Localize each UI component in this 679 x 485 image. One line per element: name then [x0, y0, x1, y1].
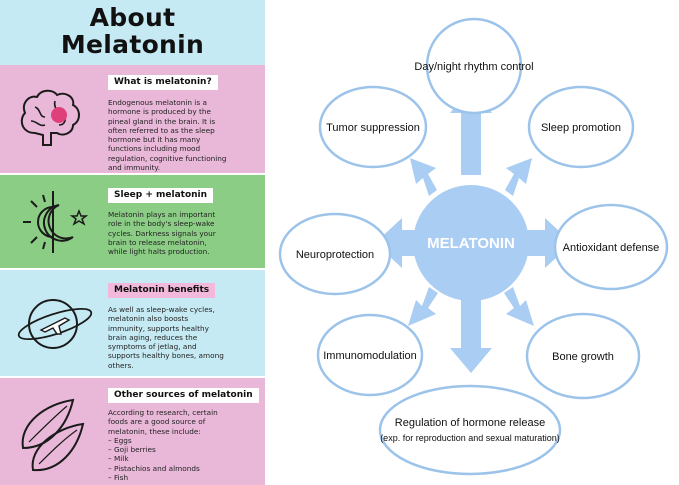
- infographic-title-line2: Melatonin: [60, 30, 205, 59]
- section-melatonin-benefits: Melatonin benefits As well as sleep-wake…: [0, 270, 265, 376]
- node-label-top-left: Tumor suppression: [326, 122, 420, 134]
- section-other-sources: Other sources of melatonin According to …: [0, 378, 265, 485]
- node-label-top: Day/night rhythm control: [414, 61, 533, 73]
- node-bottom-right: [525, 312, 641, 400]
- node-label-bottom-left: Immunomodulation: [323, 350, 417, 362]
- arrow-upper-left: [410, 158, 437, 196]
- node-top: [425, 17, 523, 115]
- node-top-right: [527, 85, 635, 169]
- section-header: Other sources of melatonin: [108, 388, 259, 403]
- almonds-icon: [21, 398, 85, 472]
- node-ellipses: [278, 17, 669, 476]
- arrow-down: [450, 300, 492, 373]
- node-right: [553, 203, 669, 291]
- arrow-upper-right: [505, 158, 532, 196]
- brain-icon: [20, 89, 80, 146]
- infographic-title-line1: About: [89, 3, 176, 32]
- arrow-right: [525, 218, 572, 268]
- center-circle: [413, 185, 529, 301]
- section-header: Melatonin benefits: [108, 283, 216, 298]
- sun-moon-icon: [23, 191, 89, 253]
- node-label-top-right: Sleep promotion: [541, 122, 621, 134]
- title-band: About Melatonin: [0, 0, 265, 65]
- node-top-left: [318, 85, 428, 169]
- node-bottom: [378, 384, 562, 476]
- node-bottom-left: [316, 313, 424, 397]
- arrow-lower-left: [408, 287, 438, 326]
- center-label: MELATONIN: [427, 235, 515, 252]
- plane-orbit-icon: [17, 299, 93, 349]
- section-sleep-melatonin: Sleep + melatonin Melatonin plays an imp…: [0, 175, 265, 268]
- section-body: Melatonin plays an important role in the…: [108, 210, 216, 257]
- section-body: As well as sleep-wake cycles, melatonin …: [108, 305, 224, 370]
- node-label-bottom-sub: (exp. for reproduction and sexual matura…: [380, 433, 560, 443]
- section-body: According to research, certain foods are…: [108, 408, 218, 483]
- arrow-left: [375, 218, 420, 268]
- node-label-right: Antioxidant defense: [563, 242, 660, 254]
- section-header: Sleep + melatonin: [108, 188, 214, 203]
- section-what-is-melatonin: What is melatonin? Endogenous melatonin …: [0, 65, 265, 173]
- melatonin-functions-diagram: MELATONIN Day/night rhythm control Sleep…: [278, 17, 669, 476]
- node-left: [278, 212, 392, 296]
- node-label-bottom-right: Bone growth: [552, 351, 614, 363]
- section-header: What is melatonin?: [108, 75, 218, 90]
- melatonin-infographic: About Melatonin What is melatonin? Endog…: [0, 0, 265, 485]
- section-body: Endogenous melatonin is a hormone is pro…: [108, 98, 227, 173]
- arrow-lower-right: [504, 287, 534, 326]
- node-label-bottom: Regulation of hormone release: [395, 417, 545, 429]
- node-label-left: Neuroprotection: [296, 249, 374, 261]
